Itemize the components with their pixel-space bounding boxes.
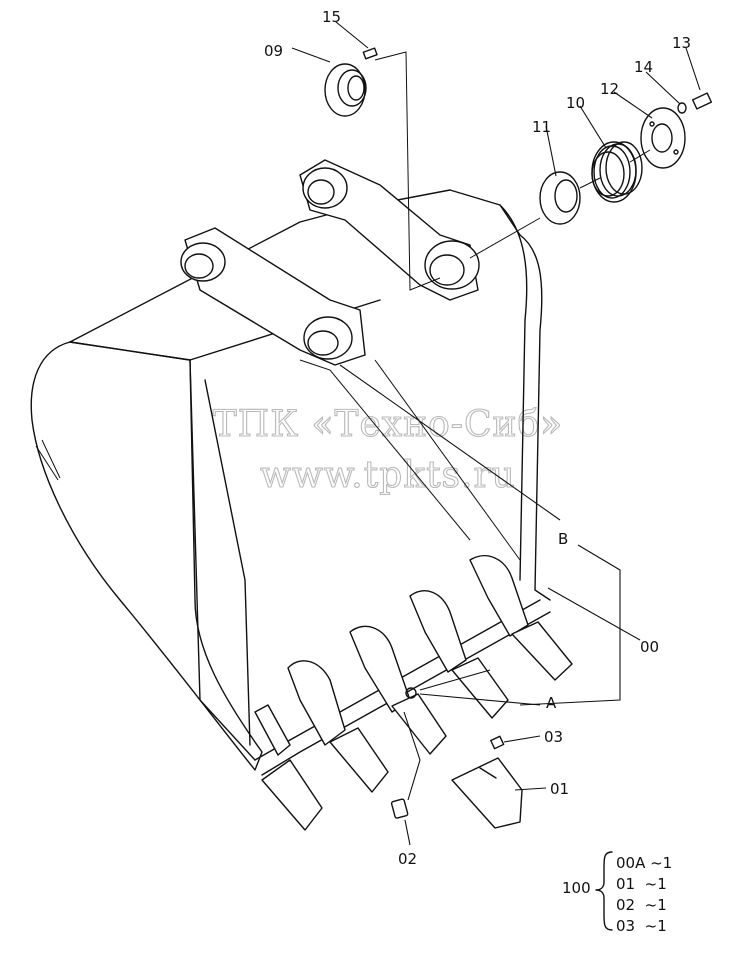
callout-15: 15 — [322, 8, 341, 26]
callout-10: 10 — [566, 94, 585, 112]
kit-legend: 100 00A ~1 01 ~1 02 ~1 03 ~1 — [562, 851, 672, 935]
callout-14: 14 — [634, 58, 653, 76]
leader-lines — [291, 21, 701, 846]
watermark-line-2: www.tpkts.ru — [260, 455, 516, 496]
callout-b: B — [558, 530, 568, 548]
watermark-line-1: ТПК «Техно-Сиб» — [213, 404, 563, 445]
callout-09: 09 — [264, 42, 283, 60]
callout-11: 11 — [532, 118, 551, 136]
callout-a: A — [546, 694, 557, 712]
pin-parts — [324, 47, 713, 291]
kit-item-3: 02 ~1 — [616, 896, 667, 914]
kit-item-4: 03 ~1 — [616, 917, 667, 935]
kit-item-2: 01 ~1 — [616, 875, 667, 893]
bucket-teeth — [254, 555, 573, 831]
callout-03: 03 — [544, 728, 563, 746]
callout-02: 02 — [398, 850, 417, 868]
callout-01: 01 — [550, 780, 569, 798]
callout-12: 12 — [600, 80, 619, 98]
kit-item-1: 00A ~1 — [616, 854, 672, 872]
mounting-brackets — [180, 159, 480, 366]
callout-00: 00 — [640, 638, 659, 656]
kit-number: 100 — [562, 879, 591, 897]
callout-13: 13 — [672, 34, 691, 52]
callout-labels: 15 09 13 14 12 10 11 B 00 A 03 01 02 — [264, 8, 691, 868]
